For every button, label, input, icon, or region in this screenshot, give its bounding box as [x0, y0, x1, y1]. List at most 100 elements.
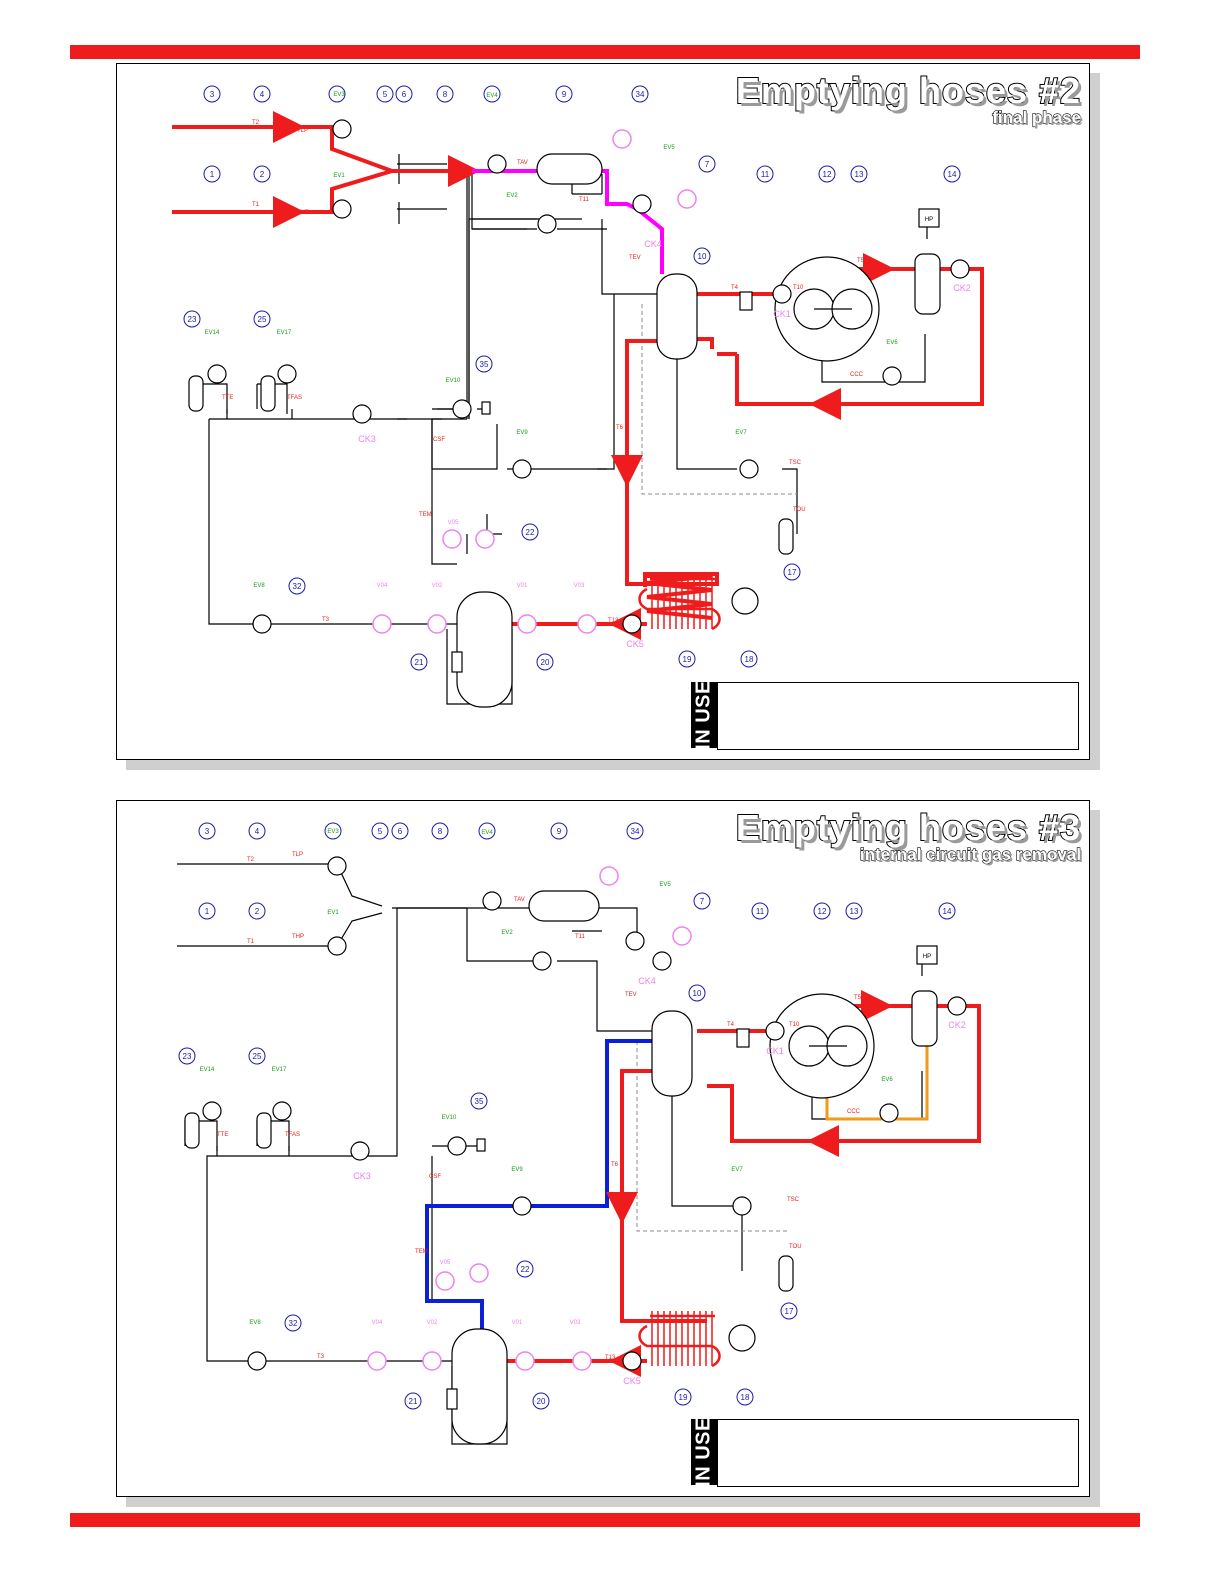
svg-text:TOU: TOU: [789, 1244, 802, 1250]
svg-text:T10: T10: [793, 285, 804, 291]
svg-text:TSC: TSC: [789, 460, 802, 466]
ref-10: 10: [698, 252, 707, 261]
panel-title: Emptying hoses #3: [735, 806, 1081, 849]
svg-text:EV4: EV4: [486, 93, 498, 99]
svg-text:6: 6: [398, 827, 403, 836]
ref-18: 18: [745, 655, 754, 664]
svg-text:TLP: TLP: [297, 128, 308, 134]
svg-text:EV10: EV10: [442, 1115, 457, 1121]
panel-title: Emptying hoses #2: [735, 69, 1081, 112]
svg-text:T2: T2: [252, 120, 260, 126]
svg-text:21: 21: [409, 1397, 418, 1406]
reference-callouts: [183, 85, 961, 671]
ref-20: 20: [541, 658, 550, 667]
svg-text:V05: V05: [440, 1260, 451, 1266]
svg-text:TTE: TTE: [222, 395, 233, 401]
ref-5: 5: [383, 90, 388, 99]
ref-32: 32: [293, 582, 302, 591]
svg-text:T11: T11: [575, 934, 586, 940]
svg-text:EV7: EV7: [731, 1167, 743, 1173]
svg-text:T13: T13: [605, 1355, 616, 1361]
hose-gas-line: [472, 169, 664, 274]
svg-text:CSF: CSF: [429, 1174, 441, 1180]
svg-text:23: 23: [183, 1052, 192, 1061]
hp-label: HP: [925, 217, 933, 223]
svg-text:EV3: EV3: [333, 92, 345, 98]
ref-2: 2: [260, 170, 265, 179]
svg-text:T2: T2: [247, 857, 255, 863]
valve-tags: EV3 EV1 EV4 EV5 EV2 EV14 EV17 EV10 EV9 E…: [200, 829, 894, 1326]
svg-text:8: 8: [438, 827, 443, 836]
ref-4: 4: [260, 90, 265, 99]
in-use-box: [717, 1419, 1079, 1487]
panel-subtitle: internal circuit gas removal: [859, 844, 1081, 864]
svg-text:34: 34: [631, 827, 640, 836]
svg-text:1: 1: [205, 907, 210, 916]
ref-25: 25: [258, 315, 267, 324]
svg-text:TTE: TTE: [217, 1132, 228, 1138]
in-use-tab: IN USE: [691, 1417, 717, 1487]
svg-text:CK5: CK5: [623, 1376, 641, 1386]
svg-text:TAV: TAV: [514, 897, 525, 903]
svg-text:7: 7: [700, 897, 705, 906]
svg-text:T10: T10: [789, 1022, 800, 1028]
svg-text:T11: T11: [579, 197, 590, 203]
svg-text:19: 19: [679, 1393, 688, 1402]
ref-35: 35: [480, 360, 489, 369]
svg-text:TOU: TOU: [793, 507, 806, 513]
svg-text:T4: T4: [731, 285, 739, 291]
in-use-tab: IN USE: [691, 680, 717, 750]
svg-text:14: 14: [943, 907, 952, 916]
svg-text:18: 18: [741, 1393, 750, 1402]
svg-text:EV2: EV2: [506, 193, 518, 199]
svg-text:V04: V04: [372, 1320, 383, 1326]
oil-return-line: [825, 1041, 929, 1121]
svg-text:TEM: TEM: [419, 512, 432, 518]
svg-text:12: 12: [818, 907, 827, 916]
svg-text:EV8: EV8: [249, 1320, 261, 1326]
svg-text:EV3: EV3: [327, 829, 339, 835]
svg-text:13: 13: [850, 907, 859, 916]
ref-13: 13: [855, 170, 864, 179]
svg-text:11: 11: [756, 907, 765, 916]
svg-text:EV1: EV1: [333, 173, 345, 179]
manual-valves: [372, 129, 697, 634]
svg-text:V05: V05: [448, 520, 459, 526]
svg-text:5: 5: [378, 827, 383, 836]
svg-text:THP: THP: [292, 934, 304, 940]
svg-text:T1: T1: [252, 202, 260, 208]
ref-1: 1: [210, 170, 215, 179]
svg-text:17: 17: [785, 1307, 794, 1316]
svg-text:25: 25: [253, 1052, 262, 1061]
svg-text:CCC: CCC: [850, 372, 864, 378]
svg-text:CK5: CK5: [626, 639, 644, 649]
svg-text:T3: T3: [317, 1354, 325, 1360]
svg-text:TFAS: TFAS: [287, 395, 302, 401]
svg-text:CK2: CK2: [948, 1020, 966, 1030]
ref-11: 11: [761, 170, 770, 179]
svg-text:T3: T3: [322, 617, 330, 623]
svg-text:EV8: EV8: [253, 583, 265, 589]
dashed-control-line: [641, 304, 797, 495]
reference-numbers: 3 4 1 2 5 6 8 9 34 7 11 12 13 14 10 23 2…: [188, 90, 957, 667]
svg-text:V03: V03: [570, 1320, 581, 1326]
dashed-control-line: [636, 1041, 787, 1232]
svg-text:T13: T13: [608, 618, 619, 624]
svg-text:CK1: CK1: [773, 309, 791, 319]
hp-label: HP: [923, 954, 931, 960]
svg-text:EV14: EV14: [205, 330, 220, 336]
reference-numbers: 3 4 1 2 5 6 8 9 34 7 11 12 13 14 10 23 2…: [183, 827, 952, 1406]
svg-text:EV7: EV7: [735, 430, 747, 436]
svg-text:EV17: EV17: [272, 1067, 287, 1073]
svg-text:TEV: TEV: [625, 992, 637, 998]
svg-text:CSF: CSF: [433, 437, 445, 443]
internal-gas-removal-line: [425, 1039, 657, 1331]
in-use-label: IN USE: [692, 680, 715, 750]
in-use-label: IN USE: [692, 1417, 715, 1487]
svg-text:CK2: CK2: [953, 283, 971, 293]
svg-text:CK3: CK3: [358, 434, 376, 444]
svg-text:3: 3: [205, 827, 210, 836]
top-accent-bar: [70, 45, 1140, 59]
svg-text:TLP: TLP: [292, 852, 303, 858]
solenoid-valves: [207, 119, 970, 634]
